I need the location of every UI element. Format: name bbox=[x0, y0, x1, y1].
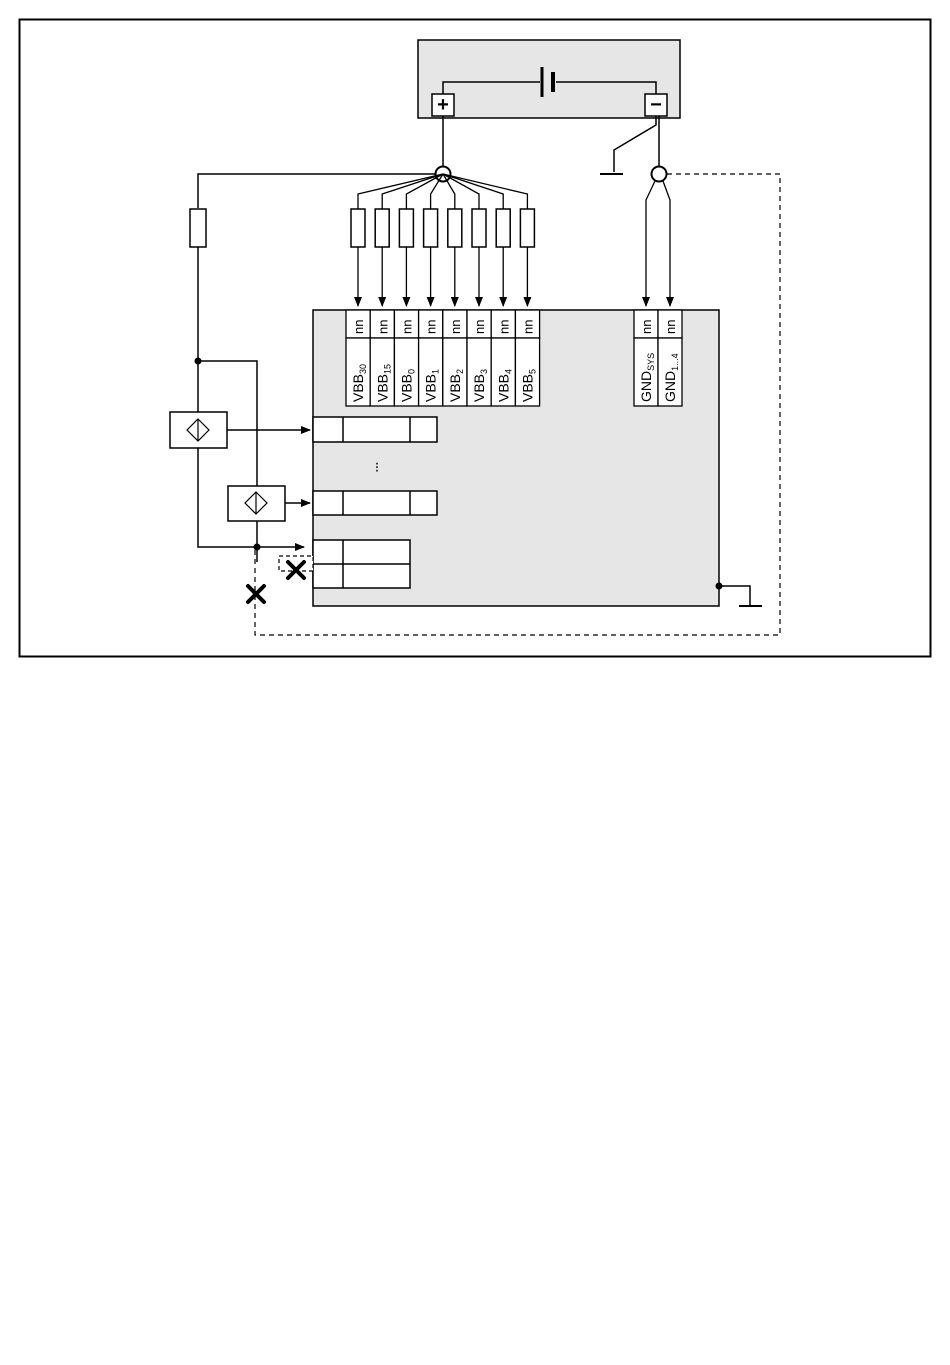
supply-fuse bbox=[496, 209, 510, 247]
minus-terminal-symbol: − bbox=[650, 94, 662, 116]
terminal-pin-text: nn bbox=[663, 320, 678, 334]
sensor-fuse bbox=[190, 209, 206, 247]
sensor-1 bbox=[170, 412, 227, 448]
supply-fuse bbox=[351, 209, 365, 247]
battery-box bbox=[418, 40, 680, 118]
battery-unit: + − bbox=[418, 40, 680, 118]
input-block-3 bbox=[313, 540, 410, 588]
terminal-pin-text: nn bbox=[448, 320, 463, 334]
terminal-pin-text: nn bbox=[521, 320, 536, 334]
sensor-2 bbox=[228, 486, 285, 521]
terminal-pin-text: nn bbox=[400, 320, 415, 334]
terminal-pin-text: nn bbox=[639, 320, 654, 334]
terminal-pin-text: nn bbox=[424, 320, 439, 334]
supply-fuse bbox=[424, 209, 438, 247]
supply-terminals: nnVBB30nnVBB15nnVBB0nnVBB1nnVBB2nnVBB3nn… bbox=[346, 310, 540, 406]
supply-fuse bbox=[448, 209, 462, 247]
terminal-pin-text: nn bbox=[351, 320, 366, 334]
terminal-pin-text: nn bbox=[496, 320, 511, 334]
input-block-1 bbox=[313, 417, 437, 442]
supply-fuse bbox=[472, 209, 486, 247]
terminal-pin-text: nn bbox=[472, 320, 487, 334]
supply-fuse bbox=[375, 209, 389, 247]
terminal-pin-text: nn bbox=[375, 320, 390, 334]
plus-terminal-symbol: + bbox=[437, 94, 449, 116]
input-block-2 bbox=[313, 491, 437, 515]
supply-fuse bbox=[520, 209, 534, 247]
input-ellipsis: ⁝ bbox=[375, 459, 379, 475]
supply-fuse bbox=[399, 209, 413, 247]
minus-junction bbox=[652, 167, 667, 182]
